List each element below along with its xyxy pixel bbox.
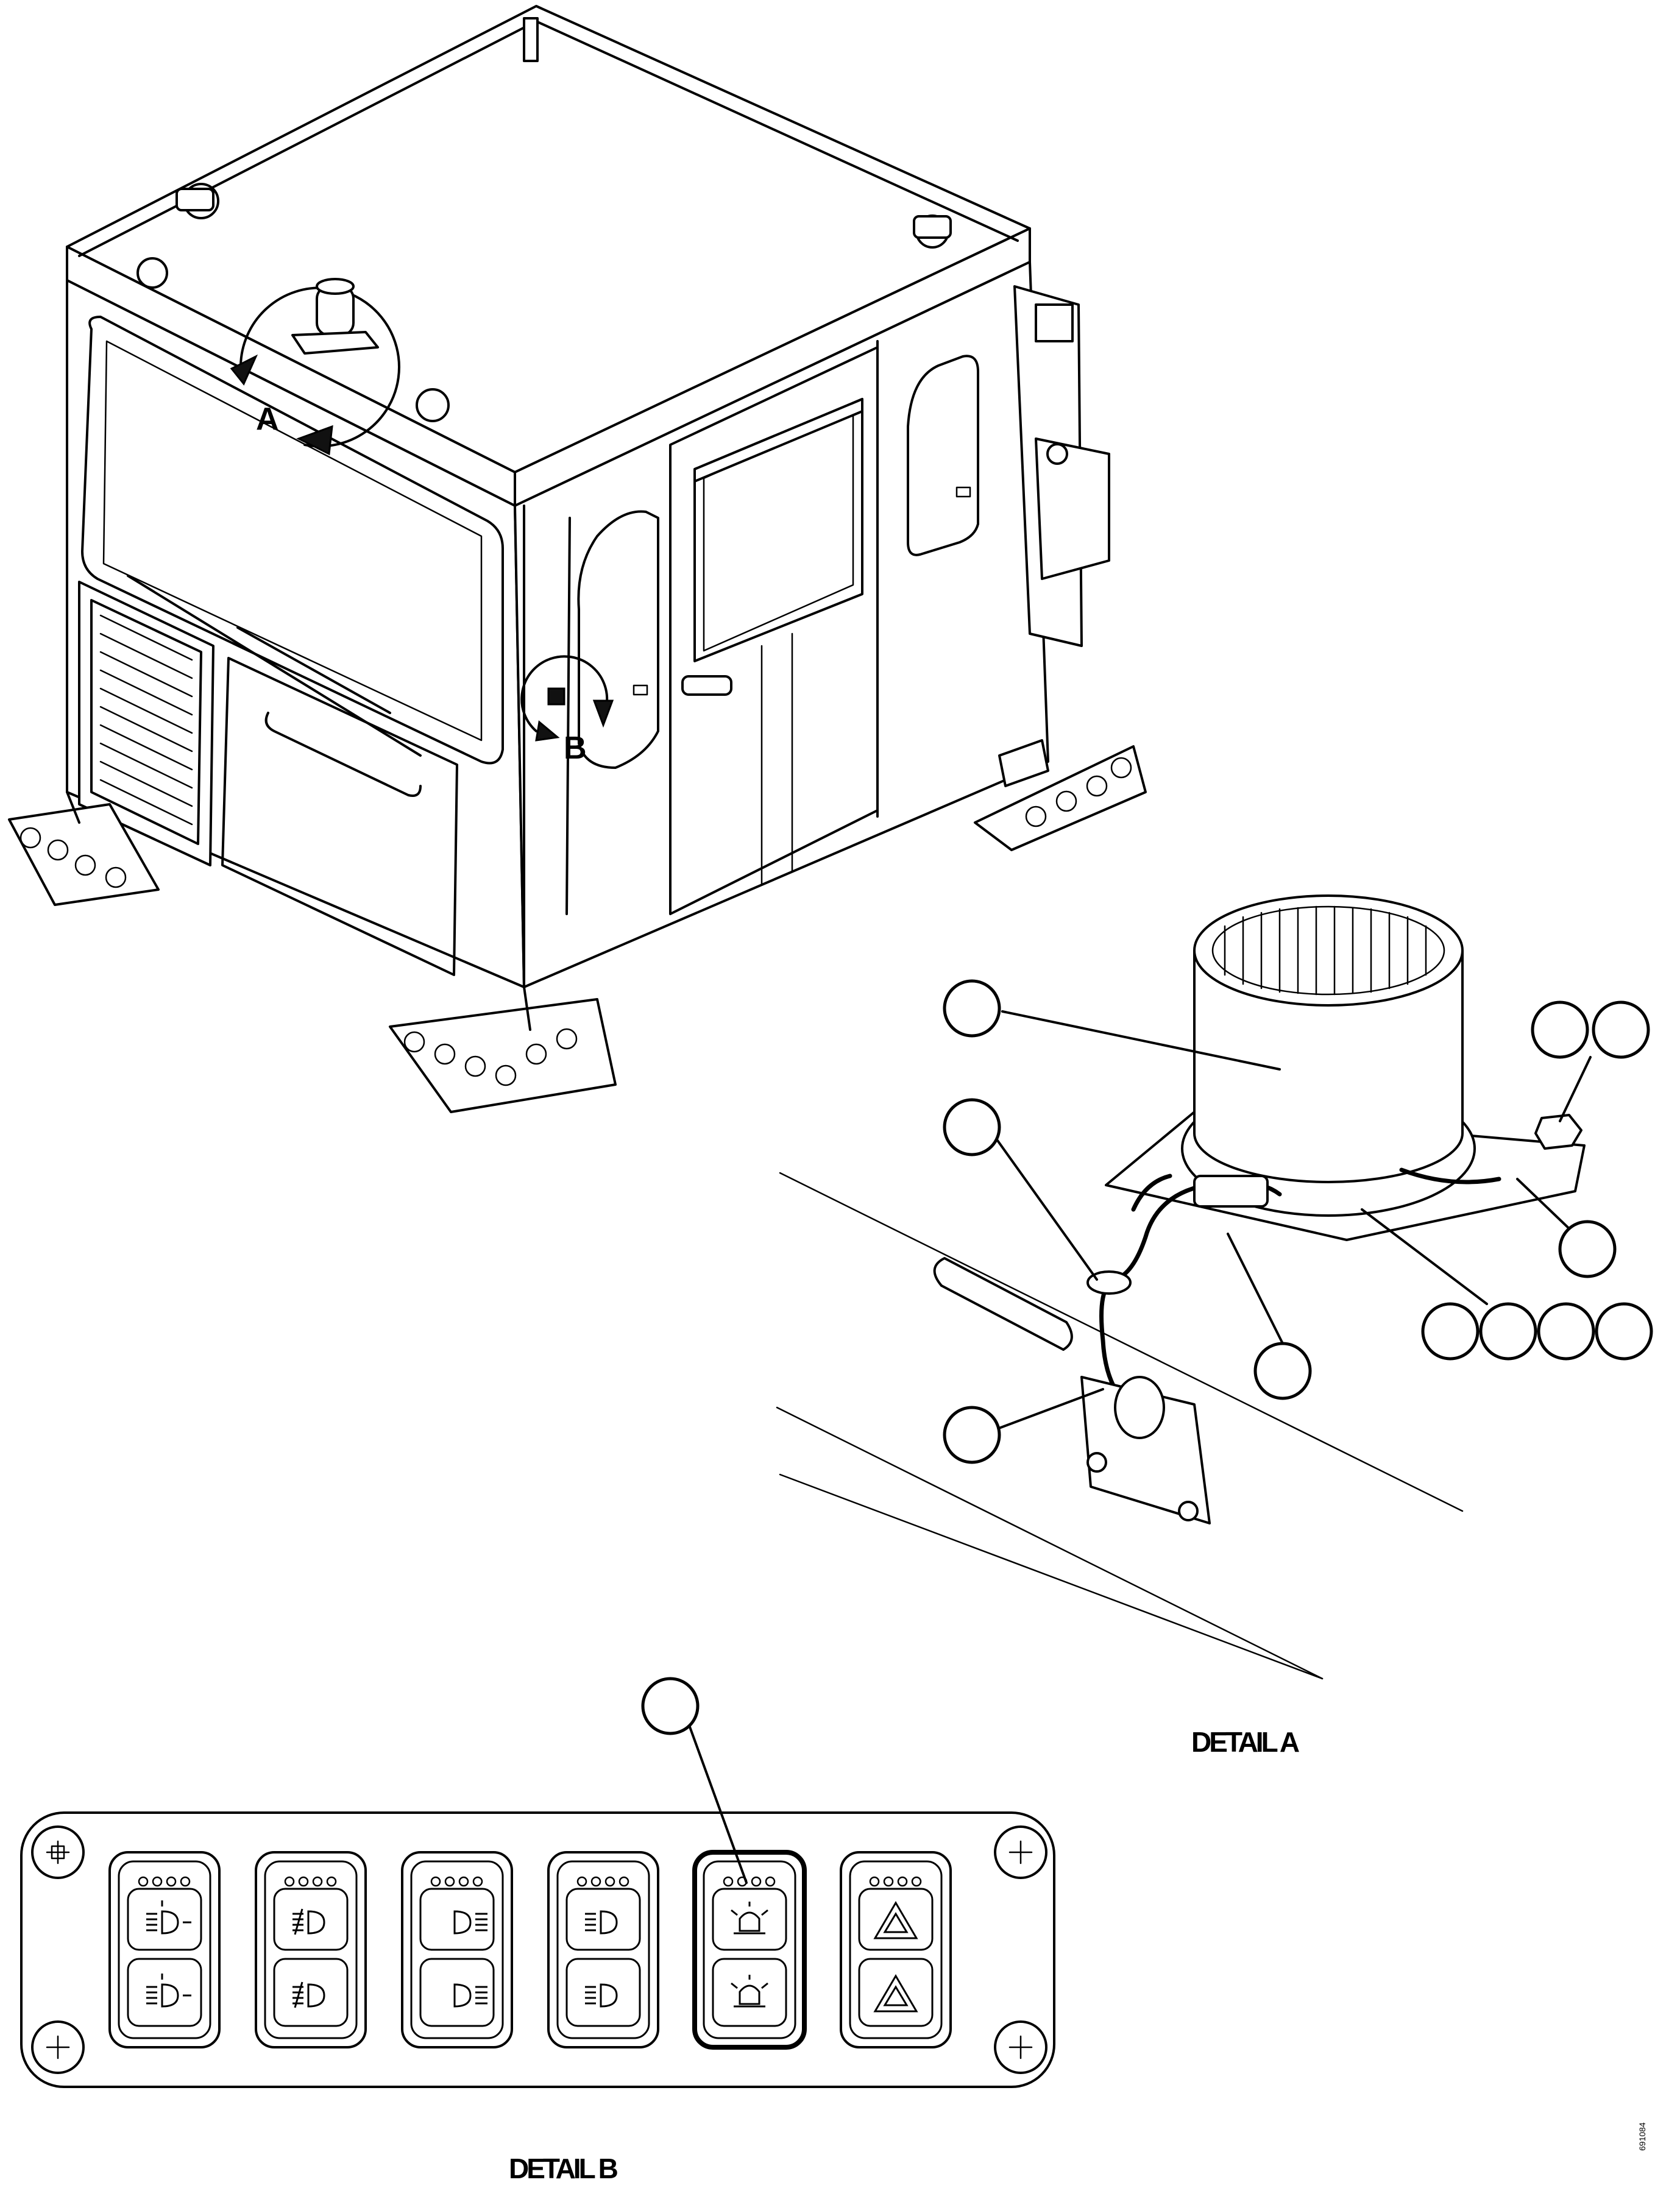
beacon-icon [731,1975,768,2008]
callout-bubble [1531,1000,1589,1059]
hazard-icon [873,1974,918,2013]
rocker-switches [108,1850,952,2050]
rocker-switch[interactable] [692,1850,807,2050]
indicator-led [152,1876,163,1887]
indicator-led [883,1876,894,1887]
indicator-led [430,1876,441,1887]
indicator-led [458,1876,469,1887]
headlights-icon [453,1983,487,2008]
fog-lights-icon [292,1981,325,2008]
indicator-led [751,1876,762,1887]
view-label-a: A [256,402,279,437]
rocker-switch[interactable] [255,1851,367,2048]
detail-a-beacon-mount: DETAIL A [776,894,1653,1758]
callout-bubble [1595,1302,1653,1361]
indicator-led [897,1876,908,1887]
indicator-led [590,1876,601,1887]
indicator-led [326,1876,337,1887]
roof-lifting-eyes [136,183,952,422]
callout-bubble [943,979,1001,1038]
indicator-led [298,1876,309,1887]
view-label-b: B [564,731,587,766]
indicator-led [618,1876,629,1887]
callout-bubble [943,1406,1001,1464]
callout-bubble [641,1677,700,1735]
indicator-led [284,1876,295,1887]
indicator-led [765,1876,776,1887]
indicator-led [472,1876,483,1887]
indicator-led [444,1876,455,1887]
indicator-led [180,1876,191,1887]
indicator-led [911,1876,922,1887]
detail-a-label: DETAIL A [1191,1726,1299,1758]
detail-b-label: DETAIL B [509,2153,618,2184]
indicator-led [166,1876,177,1887]
indicator-led [576,1876,587,1887]
wiper-icon [585,1910,618,1935]
work-lights-icon [146,1900,191,1935]
air-intake-grille [90,599,202,845]
callout-bubble [1558,1220,1617,1278]
callout-bubble [1479,1302,1537,1361]
rear-equipment-box [1013,285,1110,647]
headlights-icon [453,1910,487,1935]
panel-screws [31,1825,1047,2074]
callout-bubble [1592,1000,1650,1059]
rocker-switch[interactable] [108,1851,221,2048]
indicator-led [312,1876,323,1887]
rocker-switch[interactable] [547,1851,659,2048]
figure-id: 691084 [1637,2122,1647,2151]
work-lights-icon [146,1974,191,2008]
beacon-icon [731,1902,768,1935]
beacon-cooling-fins [1224,905,1427,996]
callout-bubble [1537,1302,1595,1361]
fog-lights-icon [292,1908,325,1935]
callout-bubble [1421,1302,1480,1361]
indicator-led [604,1876,615,1887]
rocker-switch[interactable] [840,1851,952,2048]
hazard-icon [873,1901,918,1939]
locator-a: A [230,278,400,456]
cab-assembly [8,5,1147,1113]
detail-b-switch-panel: DETAIL B [20,1677,1055,2184]
rocker-switch[interactable] [401,1851,513,2048]
detail-a-callouts [943,979,1653,1464]
callout-bubble [943,1098,1001,1156]
indicator-led [869,1876,880,1887]
mounting-feet [8,739,1147,1113]
locator-b: B [520,655,614,766]
wiper-icon [585,1983,618,2008]
indicator-led [723,1876,734,1887]
indicator-led [138,1876,149,1887]
callout-bubble [1253,1342,1312,1400]
